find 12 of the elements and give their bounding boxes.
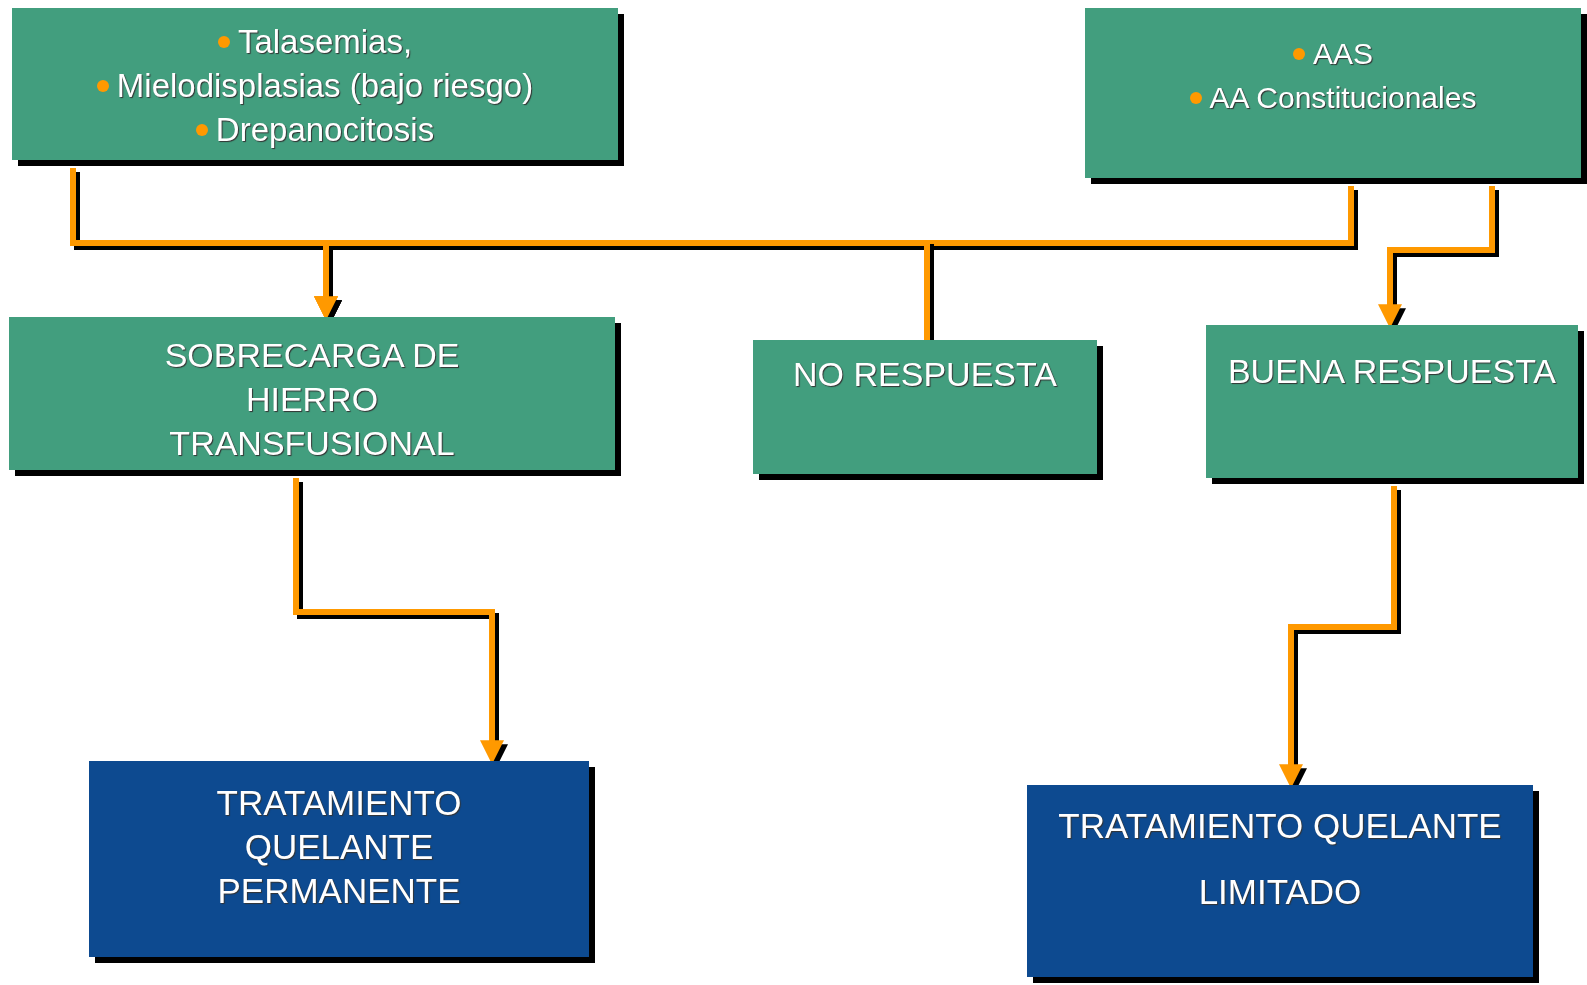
list-item: Drepanocitosis bbox=[215, 110, 435, 150]
box-label: NO RESPUESTA bbox=[793, 354, 1057, 395]
box-label: TRATAMIENTO QUELANTE bbox=[1058, 805, 1502, 847]
list-item: Mielodisplasias (bajo riesgo) bbox=[116, 66, 534, 106]
box-label: BUENA RESPUESTA bbox=[1227, 351, 1557, 392]
list-item: AAS bbox=[1313, 36, 1373, 72]
arrow bbox=[314, 240, 930, 340]
list-item: Talasemias, bbox=[237, 22, 413, 62]
list-item: AA Constitucionales bbox=[1209, 80, 1477, 116]
box-label: SOBRECARGA DE HIERRO TRANSFUSIONAL bbox=[163, 335, 461, 464]
box-label: LIMITADO bbox=[1198, 871, 1362, 913]
box-label: TRATAMIENTO QUELANTE PERMANENTE bbox=[215, 782, 463, 912]
